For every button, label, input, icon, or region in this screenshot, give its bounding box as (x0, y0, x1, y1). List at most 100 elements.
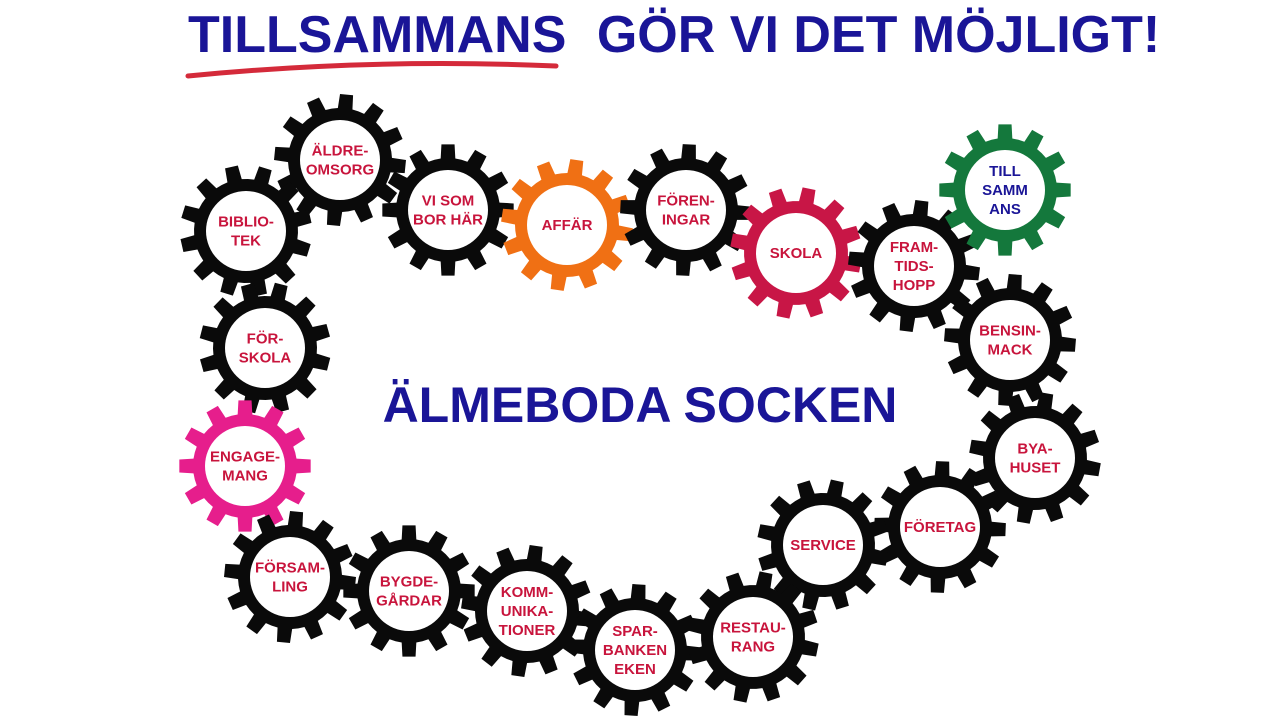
gear-hole (965, 150, 1045, 230)
gear-label: BYA- HUSET (1010, 441, 1061, 477)
gear-label: SPAR- BANKEN EKEN (603, 623, 667, 678)
gear-label: FÖREN- INGAR (657, 193, 715, 229)
gear-hole (250, 537, 330, 617)
gear-label: FRAM- TIDS- HOPP (890, 239, 938, 294)
gear-label: SKOLA (770, 245, 823, 262)
gear-kommunikationer: KOMM- UNIKA- TIONER (461, 545, 593, 677)
gear-hole (527, 185, 607, 265)
gear-engagemang: ENGAGE- MANG (179, 400, 311, 532)
gear-hole (487, 571, 567, 651)
gear-label: BIBLIO- TEK (218, 214, 274, 250)
gear-label-line: GÅRDAR (376, 593, 442, 610)
gear-forskola: FÖR-SKOLA (199, 282, 331, 414)
gear-label-line: LING (272, 579, 308, 596)
gear-bygdegardar: BYGDE- GÅRDAR (343, 525, 475, 657)
gear-label-line: FÖRSAM- (255, 560, 325, 577)
gear-bensinmack: BENSIN- MACK (944, 274, 1076, 406)
gear-foretag: FÖRETAG (874, 461, 1006, 593)
gear-label-line: FÖR- (247, 331, 284, 348)
gear-label-line: BYA- (1017, 441, 1052, 458)
gear-label: KOMM- UNIKA- TIONER (499, 584, 556, 639)
gear-service: SERVICE (757, 479, 889, 611)
gear-label-line: SPAR- (612, 623, 658, 640)
gear-label-line: FRAM- (890, 239, 938, 256)
gear-hole (205, 426, 285, 506)
gear-hole (995, 418, 1075, 498)
center-title: ÄLMEBODA SOCKEN (383, 377, 898, 433)
gear-label: FÖRETAG (904, 519, 976, 536)
gear-label: AFFÄR (542, 217, 593, 234)
gear-affar: AFFÄR (501, 159, 633, 291)
gear-label: FÖR-SKOLA (239, 331, 292, 367)
gear-hole (369, 551, 449, 631)
gear-bibliotek: BIBLIO- TEK (180, 165, 312, 297)
gear-hole (970, 300, 1050, 380)
headline: TILLSAMMANS GÖR VI DET MÖJLIGT! (185, 6, 1160, 79)
gear-label-line: MANG (222, 468, 268, 485)
gear-label-line: HOPP (893, 277, 936, 294)
gear-skola: SKOLA (730, 187, 862, 319)
gear-label-line: BYGDE- (380, 574, 438, 591)
gear-hole (756, 213, 836, 293)
gear-hole (874, 226, 954, 306)
gear-label-line: BANKEN (603, 642, 667, 659)
gear-label-line: HUSET (1010, 460, 1061, 477)
gear-hole (408, 170, 488, 250)
gear-label-line: ENGAGE- (210, 449, 280, 466)
gear-hole (783, 505, 863, 585)
gear-framtidshopp: FRAM- TIDS- HOPP (848, 200, 980, 332)
gear-label-line: OMSORG (306, 162, 374, 179)
gear-label-line: INGAR (662, 212, 711, 229)
gear-label-line: AFFÄR (542, 217, 593, 234)
gear-restaurang: RESTAU- RANG (687, 571, 819, 703)
gear-label-line: RANG (731, 639, 775, 656)
headline-rest: GÖR VI DET MÖJLIGT! (597, 6, 1160, 64)
gear-label: FÖRSAM- LING (255, 560, 325, 596)
gear-label-line: BOR HÄR (413, 212, 483, 229)
gear-label-line: ÄLDRE- (312, 143, 369, 160)
headline-text: TILLSAMMANS GÖR VI DET MÖJLIGT! (188, 6, 1160, 64)
gear-hole (225, 308, 305, 388)
gear-label-line: TEK (231, 233, 261, 250)
gear-label-line: ANS (989, 201, 1021, 218)
gear-label: RESTAU- RANG (720, 620, 786, 656)
gear-label-line: TILL (989, 163, 1021, 180)
gear-label-line: MACK (988, 342, 1033, 359)
gear-label: TILL SAMM ANS (982, 163, 1028, 218)
gear-aldreomsorg: ÄLDRE- OMSORG (274, 94, 406, 226)
gear-hole (646, 170, 726, 250)
gear-label-line: BENSIN- (979, 323, 1041, 340)
gear-label-line: TIONER (499, 622, 556, 639)
gear-byahuset: BYA- HUSET (969, 392, 1101, 524)
gear-label-line: KOMM- (501, 584, 554, 601)
gear-hole (900, 487, 980, 567)
gear-hole (595, 610, 675, 690)
gear-label-line: RESTAU- (720, 620, 786, 637)
gear-forsamling: FÖRSAM- LING (224, 511, 356, 643)
gear-label-line: TIDS- (894, 258, 933, 275)
gear-label-line: UNIKA- (501, 603, 554, 620)
gear-hole (206, 191, 286, 271)
gear-label-line: SKOLA (770, 245, 823, 262)
headline-highlight-word: TILLSAMMANS (188, 6, 566, 64)
gear-hole (713, 597, 793, 677)
gear-sparbanken: SPAR- BANKEN EKEN (569, 584, 701, 716)
gear-tillsammans: TILL SAMM ANS (939, 124, 1071, 256)
gear-label-line: SERVICE (790, 537, 856, 554)
headline-underline (185, 61, 559, 79)
gear-label-line: BIBLIO- (218, 214, 274, 231)
gear-label-line: FÖREN- (657, 193, 715, 210)
gear-label-line: FÖRETAG (904, 519, 976, 536)
gear-label: ÄLDRE- OMSORG (306, 143, 374, 179)
gear-foreningar: FÖREN- INGAR (620, 144, 752, 276)
gear-label: ENGAGE- MANG (210, 449, 280, 485)
gear-hole (300, 120, 380, 200)
gear-label: SERVICE (790, 537, 856, 554)
gear-label-line: SAMM (982, 182, 1028, 199)
gear-label-line: EKEN (614, 661, 656, 678)
gear-label: BENSIN- MACK (979, 323, 1041, 359)
